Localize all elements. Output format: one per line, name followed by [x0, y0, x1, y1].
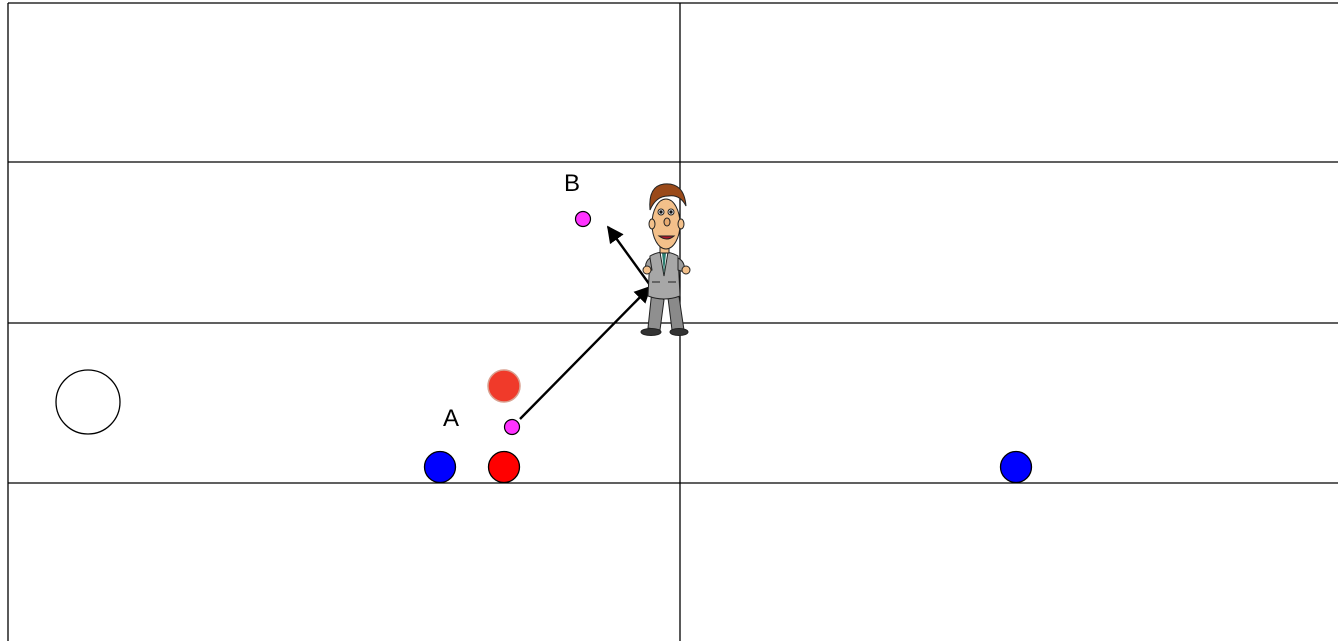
red-ball-faded [487, 369, 521, 403]
blue-ball-right [999, 450, 1033, 484]
empty-circle [55, 369, 121, 435]
label-b: B [564, 170, 580, 197]
marker-a [503, 418, 521, 436]
blue-ball-left [423, 450, 457, 484]
arrow-person-to-b [607, 225, 656, 293]
marker-b [574, 210, 592, 228]
arrow-a-to-person [519, 285, 652, 420]
label-a: A [443, 405, 459, 432]
person-icon [640, 183, 691, 336]
red-ball [487, 450, 521, 484]
